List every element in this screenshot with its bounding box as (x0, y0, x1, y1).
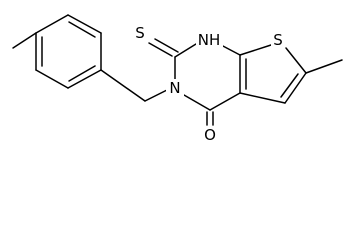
chemical-structure-diagram: NH S S N O (12, 14, 343, 144)
atom-label-n3: N (169, 79, 180, 97)
bond-c7a-s (239, 44, 272, 56)
bond-benzyl-2 (144, 89, 168, 102)
bond-benzene-4 (67, 69, 102, 89)
bond-benzene-2 (67, 14, 102, 34)
bond-s-c6 (285, 47, 307, 74)
bond-thiophene-methyl (305, 59, 343, 74)
bond-c4a-c4 (209, 92, 241, 111)
bond-benzene-4-inner (68, 65, 96, 82)
atom-label-nh: NH (198, 31, 221, 49)
bonds (12, 14, 343, 126)
bond-c4-n3 (183, 94, 211, 111)
bond-benzene-5 (35, 69, 69, 89)
atom-label-carbonyl-o: O (204, 126, 216, 144)
bond-n1-c7a (220, 44, 241, 56)
atom-label-ring-s: S (273, 31, 283, 49)
bond-tolyl-methyl (12, 32, 37, 49)
bond-c2-s-a (148, 42, 173, 57)
bond-c2-s-b (154, 38, 179, 53)
atom-labels: NH S S N O (135, 24, 285, 144)
atom-label-thione-s: S (135, 24, 145, 42)
bond-benzyl-1 (100, 69, 146, 102)
bond-c6-c5-inner (280, 73, 299, 98)
bond-c6-c5 (284, 72, 307, 104)
bond-benzene-1 (35, 14, 69, 34)
bond-c2-n1 (174, 43, 197, 58)
bond-benzene-2-inner (68, 21, 96, 38)
bond-c5-c4a (239, 92, 286, 104)
